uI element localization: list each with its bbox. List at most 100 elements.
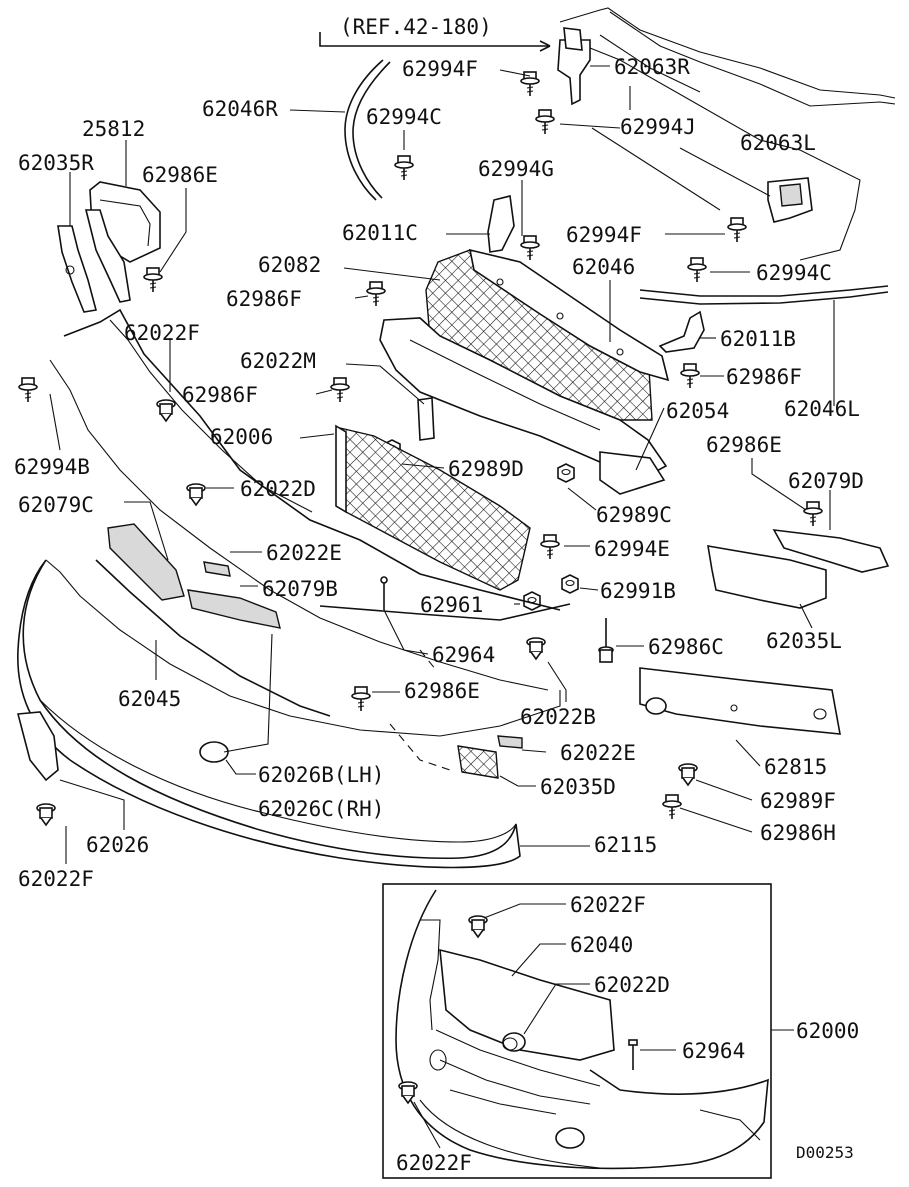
cover-62022E-lower: [497, 735, 523, 749]
rod-62964: [319, 603, 571, 621]
inset-clip-62022D: [502, 1032, 526, 1052]
label-62989C: 62989C: [596, 503, 672, 527]
label-62045: 62045: [118, 687, 181, 711]
label-62986H: 62986H: [760, 821, 836, 845]
label-62986F-upper: 62986F: [226, 287, 302, 311]
label-62986F-right: 62986F: [726, 365, 802, 389]
label-62011C: 62011C: [342, 221, 418, 245]
bolt-62994B: [18, 377, 38, 403]
bolt-62986F-right: [680, 363, 700, 389]
label-62063R: 62063R: [614, 55, 690, 79]
clip-62022F-upper: [156, 399, 176, 422]
nut-62989C: [557, 463, 575, 483]
license-bracket-62815: [639, 667, 841, 735]
label-62022E-upper: 62022E: [266, 541, 342, 565]
label-62994J: 62994J: [620, 115, 696, 139]
label-62022D: 62022D: [240, 477, 316, 501]
tow-cover-62026B: [199, 741, 229, 763]
label-62046: 62046: [572, 255, 635, 279]
inset-pin-62964: [628, 1039, 638, 1070]
label-inset-62000: 62000: [796, 1019, 859, 1043]
moulding-strip-62046L: [639, 285, 889, 305]
bolt-62986E-lower: [351, 686, 371, 712]
garnish-62046: [468, 248, 670, 382]
label-62986E-lower: 62986E: [404, 679, 480, 703]
label-62006: 62006: [210, 425, 273, 449]
bolt-62994E: [540, 534, 560, 560]
clip-62022B: [526, 637, 546, 660]
bolt-62986F-upper: [366, 281, 386, 307]
bracket-62035L: [707, 545, 827, 609]
reference-note: (REF.42-180): [340, 15, 492, 39]
label-62022E-lower: 62022E: [560, 741, 636, 765]
label-inset-62022D: 62022D: [594, 973, 670, 997]
bracket-62022M: [417, 397, 435, 441]
label-62046L: 62046L: [784, 397, 860, 421]
label-62115: 62115: [594, 833, 657, 857]
leader-lines: [49, 32, 835, 864]
label-62035L: 62035L: [766, 629, 842, 653]
label-inset-62964: 62964: [682, 1039, 745, 1063]
bracket-62011B: [658, 310, 705, 353]
label-62986E-left: 62986E: [142, 163, 218, 187]
bracket-62011C: [487, 195, 515, 253]
garnish-62045: [95, 559, 331, 717]
label-62035D: 62035D: [540, 775, 616, 799]
pin-62964: [380, 576, 388, 610]
label-inset-62022F-lower: 62022F: [396, 1151, 472, 1175]
label-62961: 62961: [420, 593, 483, 617]
clip-62022F-lower: [36, 803, 56, 826]
label-62082: 62082: [258, 253, 321, 277]
bracket-62035R: [57, 225, 97, 313]
part-labels: (REF.42-180) 62994F 62063R 62046R 62994C…: [14, 15, 864, 1175]
label-62022B: 62022B: [520, 705, 596, 729]
body-panel-outline: [559, 7, 896, 261]
front-grille-62006: [335, 424, 531, 591]
label-62994E: 62994E: [594, 537, 670, 561]
label-62022F-upper: 62022F: [124, 321, 200, 345]
label-62035R: 62035R: [18, 151, 94, 175]
bracket-62063R: [557, 27, 591, 106]
clip-62989F: [678, 763, 698, 786]
moulding-strip-62046R: [344, 59, 391, 201]
bolt-62986E-right: [803, 501, 823, 527]
air-guide-25812: [84, 181, 161, 303]
assembly-inset: [382, 883, 794, 1179]
bolt-62994C-right: [687, 257, 707, 283]
bumper-frame: [49, 308, 561, 691]
label-25812: 25812: [82, 117, 145, 141]
label-inset-62040: 62040: [570, 933, 633, 957]
insert-62079C: [107, 523, 185, 601]
label-62994F-upper: 62994F: [402, 57, 478, 81]
label-62079D: 62079D: [788, 469, 864, 493]
label-62026B: 62026B(LH): [258, 763, 384, 787]
label-62079B: 62079B: [262, 577, 338, 601]
label-62989D: 62989D: [448, 457, 524, 481]
label-62994F-right: 62994F: [566, 223, 642, 247]
label-62063L: 62063L: [740, 131, 816, 155]
bolt-62994C-upper: [394, 155, 414, 181]
label-62046R: 62046R: [202, 97, 278, 121]
label-62994C-upper: 62994C: [366, 105, 442, 129]
label-62011B: 62011B: [720, 327, 796, 351]
bolt-62986F-mid: [330, 377, 350, 403]
label-62964: 62964: [432, 643, 495, 667]
splash-shield-62026: [16, 711, 59, 782]
bolt-62994F-right: [727, 217, 747, 243]
bolt-62986E-left: [143, 267, 163, 293]
bracket-62079D: [772, 529, 890, 573]
label-62986E-right: 62986E: [706, 433, 782, 457]
label-62079C: 62079C: [18, 493, 94, 517]
label-62991B: 62991B: [600, 579, 676, 603]
clip-62022D: [186, 483, 206, 506]
label-62054: 62054: [666, 399, 729, 423]
label-inset-62022F-upper: 62022F: [570, 893, 646, 917]
label-62022M: 62022M: [240, 349, 316, 373]
insert-62079B: [187, 589, 281, 629]
diagram-code: D00253: [796, 1143, 854, 1162]
label-62026: 62026: [86, 833, 149, 857]
label-62986C: 62986C: [648, 635, 724, 659]
bracket-62063L: [767, 177, 813, 223]
grille-62035D: [457, 745, 499, 779]
